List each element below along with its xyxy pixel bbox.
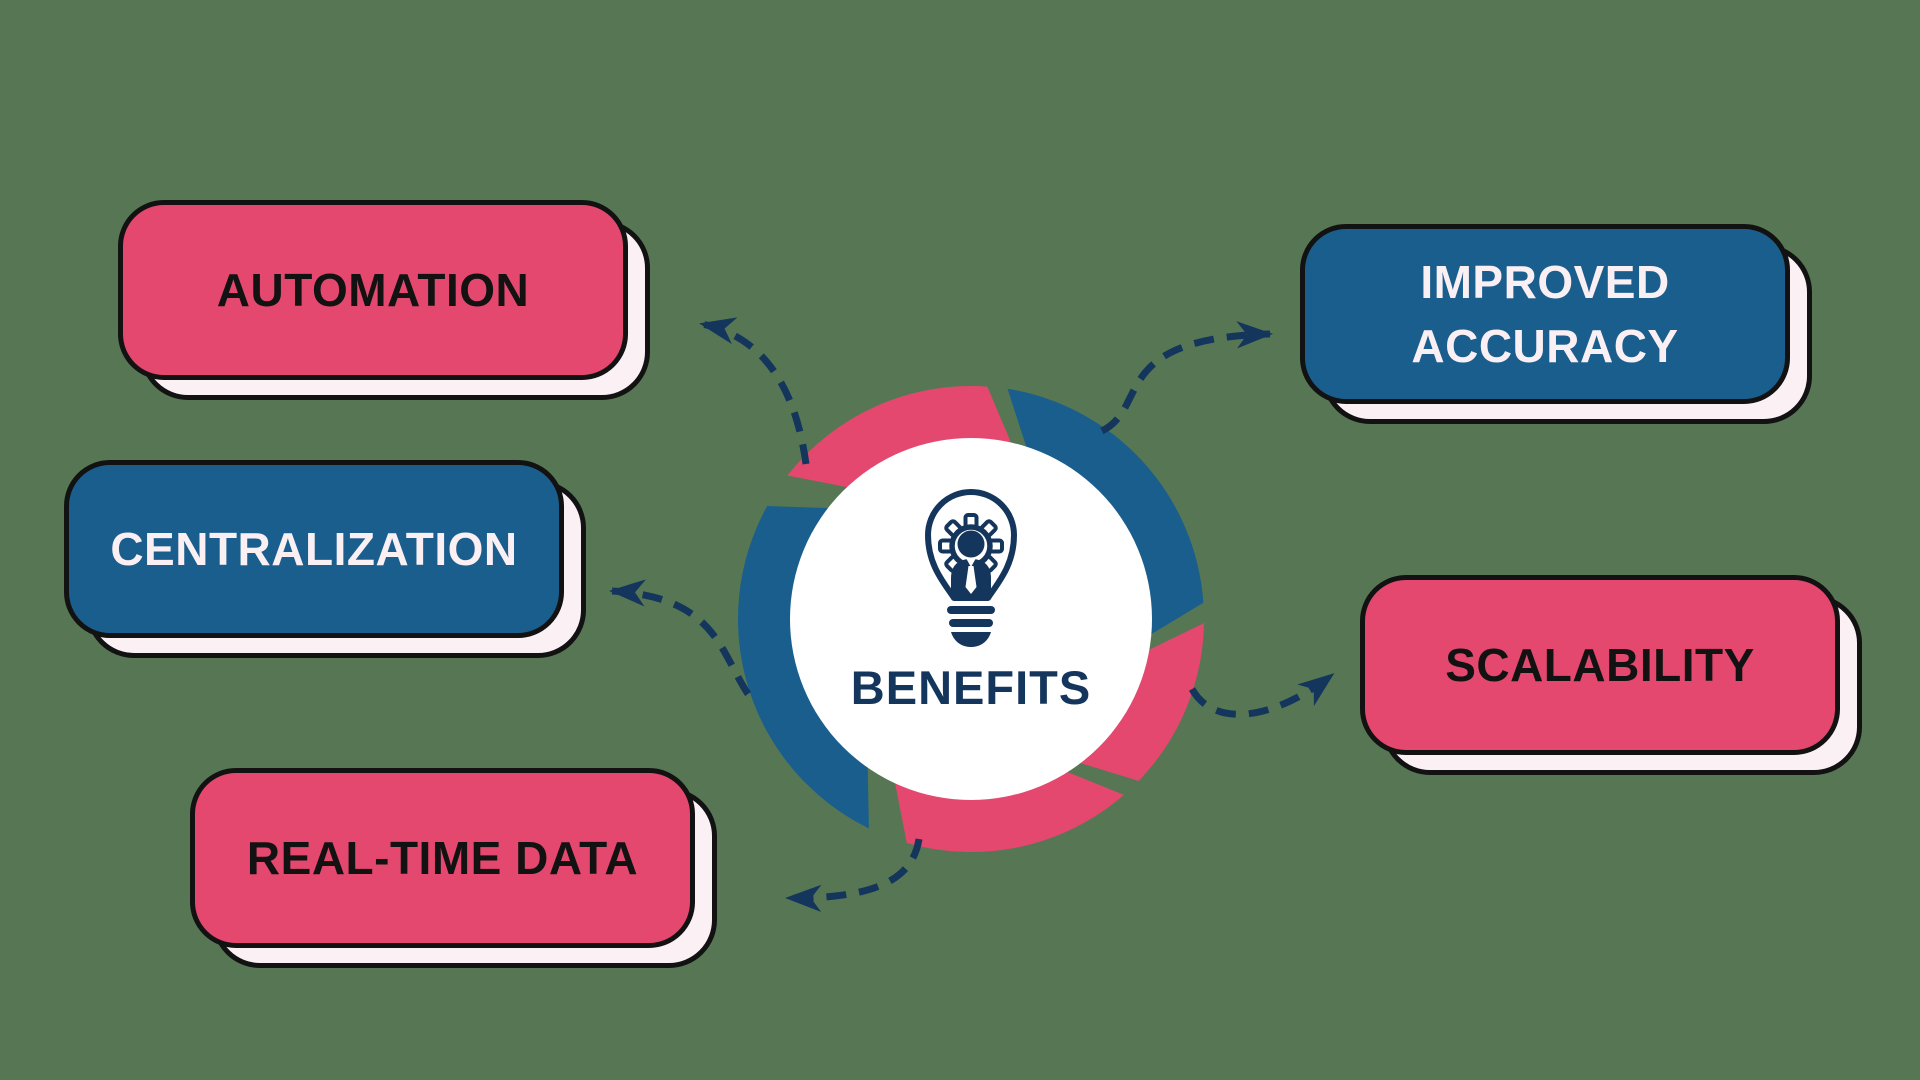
benefit-card-automation: AUTOMATION bbox=[118, 200, 650, 400]
benefit-card-scalability: SCALABILITY bbox=[1360, 575, 1862, 775]
arrow-to-automation bbox=[699, 317, 810, 465]
card-face: CENTRALIZATION bbox=[64, 460, 564, 638]
benefit-label: SCALABILITY bbox=[1445, 638, 1755, 691]
card-face: REAL-TIME DATA bbox=[190, 768, 695, 948]
hub-title: BENEFITS bbox=[850, 661, 1092, 714]
benefit-label: REAL-TIME DATA bbox=[246, 831, 639, 884]
tie-ribbon bbox=[965, 566, 977, 594]
ring-segment-blue-right bbox=[1007, 388, 1204, 635]
card-face: AUTOMATION bbox=[118, 200, 628, 380]
card-face: SCALABILITY bbox=[1360, 575, 1840, 755]
ring-segment-pink-top bbox=[787, 386, 1012, 488]
ring-segment-pink-bottom bbox=[894, 771, 1124, 853]
benefit-card-centralization: CENTRALIZATION bbox=[64, 460, 586, 658]
businessman-gear-lightbulb-icon bbox=[925, 489, 1017, 647]
benefit-label: AUTOMATION bbox=[216, 263, 530, 316]
benefit-card-improved-accuracy: IMPROVED ACCURACY bbox=[1300, 224, 1812, 424]
ring-segment-pink-lower-right bbox=[1079, 623, 1204, 781]
ring-segment-blue-left bbox=[737, 506, 869, 829]
tie-knot bbox=[966, 559, 976, 567]
arrow-to-centralization bbox=[608, 579, 751, 696]
benefit-card-real-time-data: REAL-TIME DATA bbox=[190, 768, 717, 968]
arrow-to-scalability bbox=[1188, 672, 1335, 718]
benefit-label: CENTRALIZATION bbox=[110, 522, 518, 575]
connector-arrows bbox=[608, 317, 1335, 912]
card-face: IMPROVED ACCURACY bbox=[1300, 224, 1790, 404]
bulb-base-cup bbox=[951, 632, 991, 647]
benefit-label: IMPROVED ACCURACY bbox=[1411, 255, 1679, 372]
bulb-base-bar-2 bbox=[949, 619, 993, 627]
person-head bbox=[957, 530, 985, 558]
bulb-base-bar-1 bbox=[947, 606, 995, 614]
arrow-to-improved-accuracy bbox=[1100, 321, 1274, 435]
arrow-to-real-time-data bbox=[784, 838, 923, 912]
